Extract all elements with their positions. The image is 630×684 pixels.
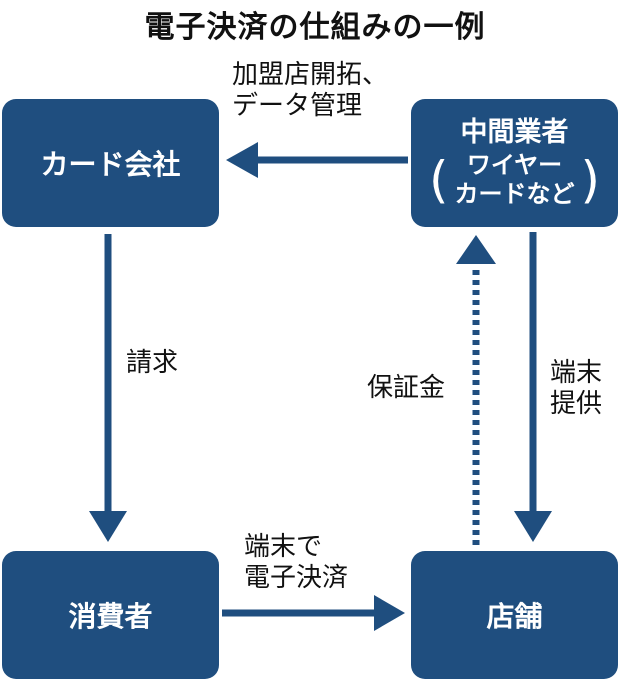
diagram-title: 電子決済の仕組みの一例 [144, 10, 486, 45]
intermediary-box: 中間業者 ( ワイヤー カードなど ) [411, 99, 618, 227]
merchant-data-line2: データ管理 [232, 91, 363, 122]
store-box: 店舗 [411, 551, 618, 679]
terminal-label: 端末 提供 [550, 358, 602, 420]
intermediary-label: 中間業者 [460, 117, 569, 148]
billing-label: 請求 [126, 348, 179, 378]
consumer-box: 消費者 [2, 551, 219, 679]
merchant-data-label: 加盟店開拓、 データ管理 [232, 60, 388, 122]
arrow-intermediary-to-card-company [226, 142, 408, 178]
arrow-card-company-to-consumer [89, 234, 127, 542]
left-paren: ( [428, 151, 449, 210]
arrow-store-to-intermediary-dotted [456, 235, 496, 545]
arrow-consumer-to-store [222, 595, 405, 631]
payment-line2: 電子決済 [244, 563, 349, 594]
intermediary-examples: ( ワイヤー カードなど ) [429, 151, 600, 209]
payment-label: 端末で 電子決済 [244, 532, 348, 594]
terminal-line2: 提供 [550, 389, 603, 420]
intermediary-example-2: カードなど [454, 180, 575, 209]
consumer-label: 消費者 [68, 600, 153, 633]
deposit-label: 保証金 [367, 373, 446, 403]
right-paren: ) [580, 151, 601, 210]
card-company-box: カード会社 [2, 99, 219, 227]
intermediary-example-1: ワイヤー [466, 151, 563, 180]
arrow-intermediary-to-store [514, 232, 552, 542]
terminal-line1: 端末 [550, 358, 603, 388]
merchant-data-line1: 加盟店開拓、 [232, 60, 389, 90]
payment-line1: 端末で [244, 532, 323, 562]
store-label: 店舗 [486, 600, 543, 633]
card-company-label: カード会社 [40, 148, 181, 181]
